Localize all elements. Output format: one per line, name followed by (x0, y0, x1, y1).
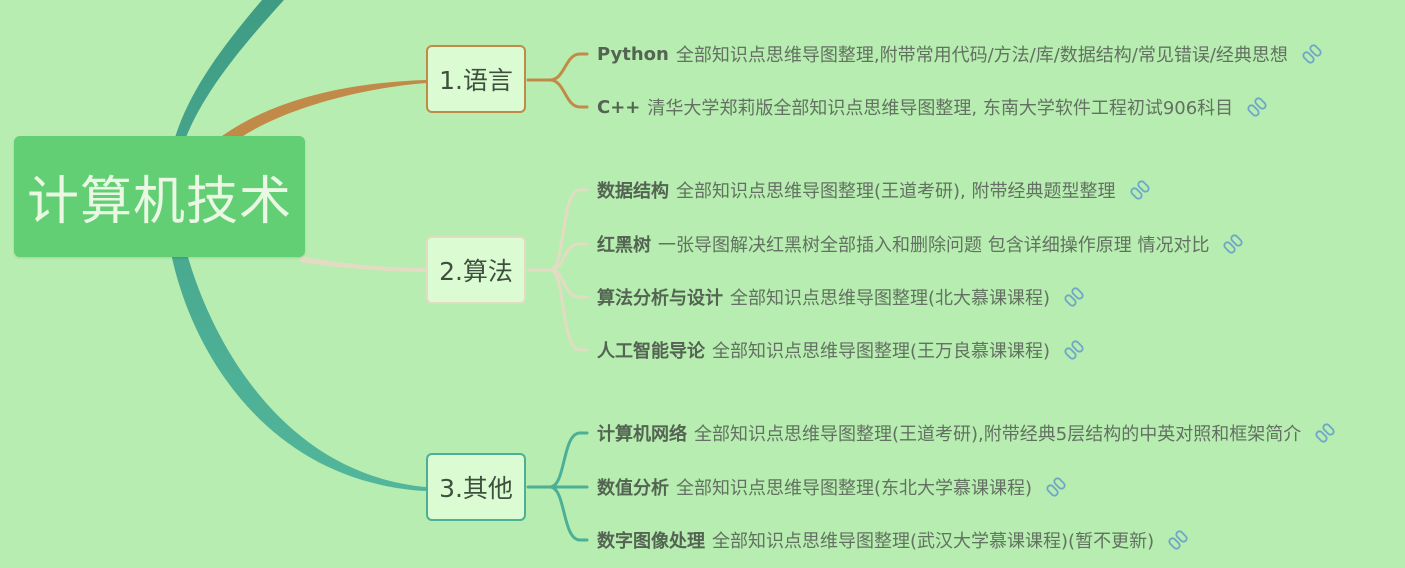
leaf-title: C++ (597, 96, 641, 118)
branch-topic-label: 1.语言 (439, 66, 513, 95)
leaf-title: Python (597, 43, 669, 65)
leaf-title: 数据结构 (597, 181, 669, 202)
branch-topic-other[interactable]: 3.其他 (426, 453, 526, 521)
branch-topic-label: 3.其他 (439, 474, 513, 503)
link-icon[interactable] (1245, 95, 1269, 119)
leaf-description: 全部知识点思维导图整理(东北大学慕课课程) (676, 478, 1033, 499)
leaf-title: 数字图像处理 (597, 531, 705, 552)
link-icon[interactable] (1166, 528, 1190, 552)
root-topic-label: 计算机技术 (26, 172, 292, 232)
link-icon[interactable] (1221, 232, 1245, 256)
link-icon[interactable] (1300, 42, 1324, 66)
leaf-topic-red-black-tree[interactable]: 红黑树 一张导图解决红黑树全部插入和删除问题 包含详细操作原理 情况对比 (597, 230, 1245, 258)
root-topic[interactable]: 计算机技术 (14, 136, 305, 257)
leaf-description: 全部知识点思维导图整理(北大慕课课程) (730, 288, 1051, 309)
leaf-topic-numerical-analysis[interactable]: 数值分析 全部知识点思维导图整理(东北大学慕课课程) (597, 473, 1068, 501)
link-icon[interactable] (1062, 285, 1086, 309)
leaf-title: 算法分析与设计 (597, 288, 723, 309)
link-icon[interactable] (1044, 475, 1068, 499)
leaf-description: 全部知识点思维导图整理,附带常用代码/方法/库/数据结构/常见错误/经典思想 (675, 45, 1288, 66)
branch-topic-language[interactable]: 1.语言 (426, 45, 526, 113)
leaf-title: 红黑树 (597, 235, 651, 256)
leaf-description: 全部知识点思维导图整理(王万良慕课课程) (712, 341, 1051, 362)
leaf-title: 计算机网络 (597, 424, 687, 445)
leaf-topic-cpp[interactable]: C++ 清华大学郑莉版全部知识点思维导图整理, 东南大学软件工程初试906科目 (597, 93, 1269, 121)
leaf-description: 全部知识点思维导图整理(王道考研), 附带经典题型整理 (676, 181, 1116, 202)
leaf-topic-python[interactable]: Python 全部知识点思维导图整理,附带常用代码/方法/库/数据结构/常见错误… (597, 40, 1324, 68)
leaf-description: 清华大学郑莉版全部知识点思维导图整理, 东南大学软件工程初试906科目 (647, 98, 1234, 119)
connector-root-branch-2 (300, 256, 426, 272)
leaf-description: 全部知识点思维导图整理(武汉大学慕课课程)(暂不更新) (712, 531, 1155, 552)
leaf-description: 一张导图解决红黑树全部插入和删除问题 包含详细操作原理 情况对比 (658, 235, 1210, 256)
leaf-topic-digital-image-processing[interactable]: 数字图像处理 全部知识点思维导图整理(武汉大学慕课课程)(暂不更新) (597, 526, 1190, 554)
link-icon[interactable] (1313, 421, 1337, 445)
leaf-topic-algorithm-design[interactable]: 算法分析与设计 全部知识点思维导图整理(北大慕课课程) (597, 283, 1086, 311)
link-icon[interactable] (1128, 178, 1152, 202)
leaf-topic-ai-intro[interactable]: 人工智能导论 全部知识点思维导图整理(王万良慕课课程) (597, 336, 1086, 364)
connectors-branch-2 (526, 188, 589, 352)
connectors-branch-3 (526, 431, 589, 542)
decor-arc (165, 0, 426, 491)
connectors-branch-1 (526, 52, 589, 109)
leaf-title: 数值分析 (597, 478, 669, 499)
leaf-title: 人工智能导论 (597, 341, 705, 362)
branch-topic-label: 2.算法 (439, 257, 513, 286)
leaf-topic-computer-networks[interactable]: 计算机网络 全部知识点思维导图整理(王道考研),附带经典5层结构的中英对照和框架… (597, 419, 1337, 447)
leaf-description: 全部知识点思维导图整理(王道考研),附带经典5层结构的中英对照和框架简介 (694, 424, 1302, 445)
link-icon[interactable] (1062, 338, 1086, 362)
branch-topic-algorithm[interactable]: 2.算法 (426, 236, 526, 304)
connector-root-branch-1 (222, 80, 426, 138)
leaf-topic-data-structures[interactable]: 数据结构 全部知识点思维导图整理(王道考研), 附带经典题型整理 (597, 176, 1152, 204)
